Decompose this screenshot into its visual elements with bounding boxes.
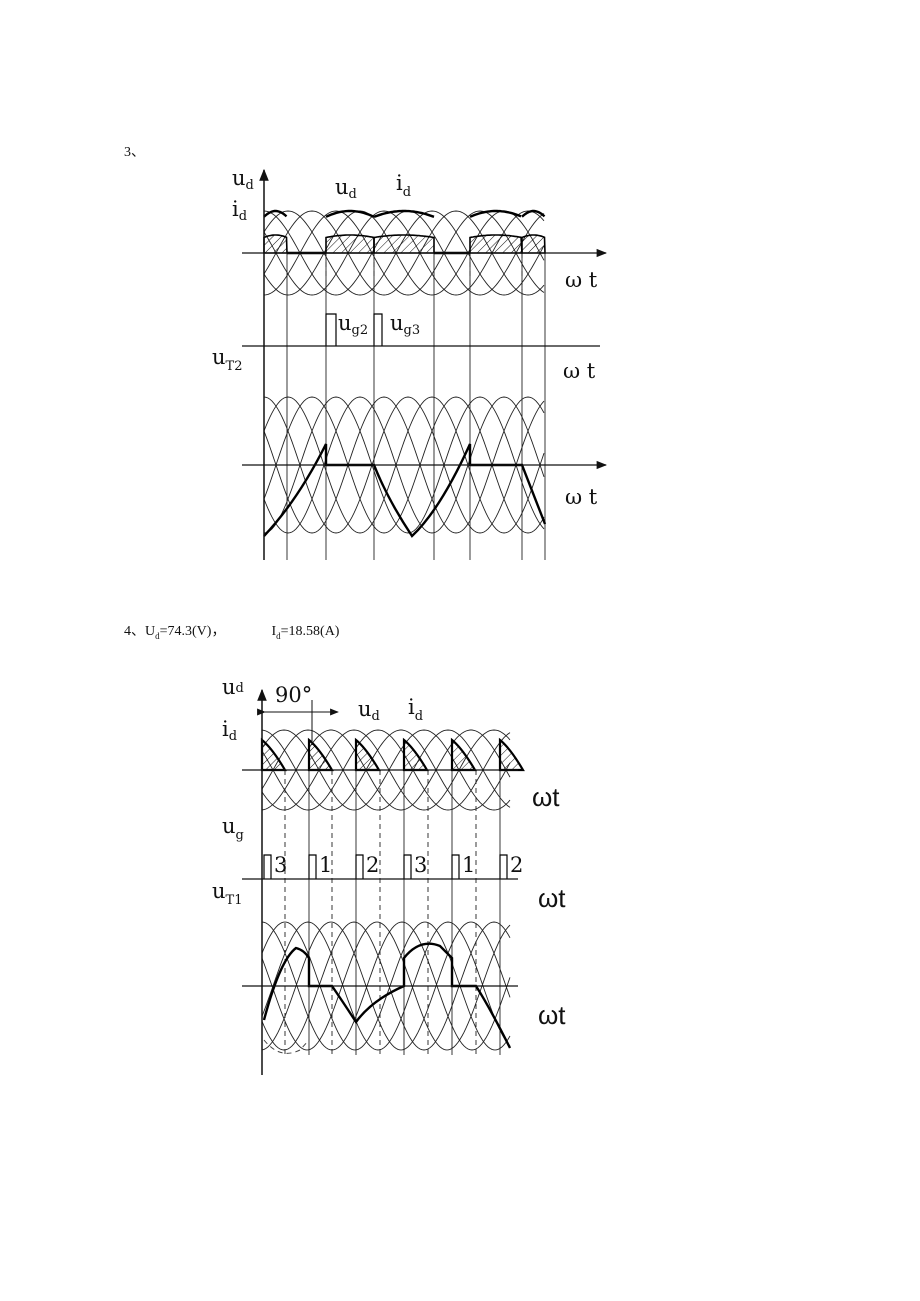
f3-id-label: id (232, 197, 247, 224)
f3-phase-wave (263, 210, 545, 296)
f4-pulse-label: 2 (366, 853, 379, 877)
f3-ug3-label: ug3 (390, 311, 420, 338)
f3-ud-segment (373, 209, 435, 218)
f4-ud-segment (402, 737, 429, 772)
f4-ut1-label: uT1 (212, 879, 242, 908)
f4-ud-curve-label: ud (358, 697, 380, 724)
f4-id-curve-label: id (408, 695, 423, 724)
f3-ud-segment (521, 209, 546, 218)
f3-id-segment (263, 234, 288, 254)
f3-ug2-label: ug2 (338, 311, 368, 338)
f4-gate-pulse (355, 854, 364, 879)
f4-gate-pulse (451, 854, 460, 879)
f4-wt-label-2: ωt (538, 883, 566, 913)
f4-pulse-label: 1 (319, 853, 332, 877)
f4-wt-label-1: ωt (532, 782, 560, 812)
f3-gate-pulse (325, 313, 337, 346)
f3-lattice-wave (263, 396, 545, 534)
f4-dashed-tail (263, 1039, 310, 1054)
f3-lattice-wave (263, 396, 545, 534)
f3-phase-wave (263, 210, 545, 296)
f4-lattice-wave (261, 921, 511, 1051)
f3-lattice-wave (263, 396, 545, 534)
f4-gate-pulse (308, 854, 317, 879)
f4-ud-segment (498, 737, 525, 772)
f4-pulse-label: 3 (414, 853, 427, 877)
f4-pulse-label: 3 (274, 853, 287, 877)
f4-angle-label: 90° (275, 683, 312, 707)
f3-ud-label: ud (232, 166, 254, 193)
question-4-answer: 4、Ud=74.3(V)， Id=18.58(A) (124, 620, 339, 641)
f3-wt-label-3: ω t (565, 485, 598, 509)
f4-phase-wave (261, 729, 511, 811)
f3-id-segment (325, 234, 375, 254)
f4-id-label: id (222, 717, 237, 744)
f3-lattice-wave (263, 396, 545, 534)
f4-gate-pulse (499, 854, 508, 879)
f4-ud-segment (354, 737, 381, 772)
f4-phase-wave (261, 729, 511, 811)
q4-id-label: Id (271, 624, 281, 641)
figure-4: ud id 90° ud id ug uT1 ωt ωt ωt 3 1 2 3 1 2 (212, 675, 566, 1075)
f4-phase-wave (261, 729, 511, 811)
f3-ud-segment (469, 209, 522, 218)
f3-ud-segment (263, 209, 288, 218)
f4-ud-segment (450, 737, 477, 772)
f4-phase-wave (261, 729, 511, 811)
f3-lattice-wave (263, 396, 545, 534)
f4-wt-label-3: ωt (538, 1000, 566, 1030)
f4-gate-pulse (403, 854, 412, 879)
f3-id-segment (521, 234, 546, 254)
f3-ud-segment (325, 209, 375, 218)
f3-ut2-label: uT2 (212, 345, 242, 374)
f4-lattice-wave (261, 921, 511, 1051)
f4-pulse-label: 2 (510, 853, 523, 877)
f4-lattice-wave (261, 921, 511, 1051)
f3-ut2-waveform (263, 443, 547, 538)
f4-ud-label: ud (222, 675, 244, 699)
f3-id-segment (469, 234, 523, 254)
f3-id-curve-label: id (396, 171, 411, 200)
f4-gate-pulse (263, 854, 272, 879)
q4-id-value: =18.58(A) (280, 624, 340, 639)
f3-wt-label-2: ω t (563, 359, 596, 383)
q4-ud-label: Ud (145, 624, 160, 641)
f4-ug-label: ug (222, 814, 244, 843)
question-3-number: 3、 (124, 145, 145, 160)
f4-lattice-wave (261, 921, 511, 1051)
q4-ud-value: =74.3(V)， (159, 624, 226, 639)
f3-id-segment (373, 234, 435, 254)
f4-lattice-wave (261, 921, 511, 1051)
f3-ud-curve-label: ud (335, 175, 357, 202)
f4-phase-wave (261, 729, 511, 811)
f3-wt-label-1: ω t (565, 268, 598, 292)
figure-3: ud id ud id ω t ω t ω t ug2 ug3 uT2 (212, 166, 608, 560)
f3-gate-pulse (373, 313, 383, 346)
f4-phase-wave (261, 729, 511, 811)
q4-number: 4、 (124, 624, 145, 639)
f4-lattice-wave (261, 921, 511, 1051)
f4-pulse-label: 1 (462, 853, 475, 877)
f3-phase-wave (263, 210, 545, 296)
f3-lattice-wave (263, 396, 545, 534)
